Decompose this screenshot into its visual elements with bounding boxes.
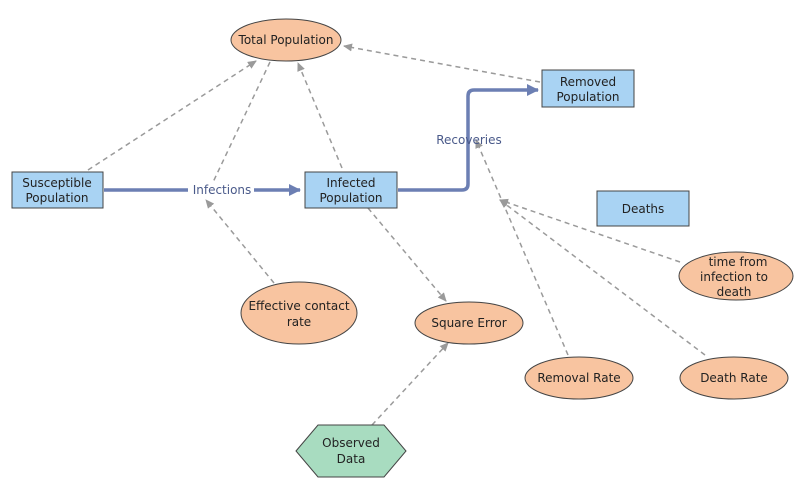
link-contact-rate-to-infections — [205, 199, 275, 284]
data-observed-data[interactable]: Observed Data — [295, 424, 407, 478]
variable-square-error[interactable]: Square Error — [414, 301, 524, 345]
link-infected-to-square-error — [367, 207, 447, 302]
time-label-line2: infection to — [700, 270, 768, 284]
death-rate-label: Death Rate — [700, 371, 768, 385]
contact-rate-label-line2: rate — [287, 315, 311, 329]
links — [87, 43, 706, 426]
flow-label-infections[interactable]: Infections — [193, 183, 252, 197]
square-error-label: Square Error — [431, 316, 506, 330]
link-death-rate-to-deaths — [499, 199, 706, 356]
infected-label-line2: Population — [319, 191, 382, 205]
flow-label-recoveries[interactable]: Recoveries — [436, 133, 502, 147]
flow-label-bg — [188, 182, 254, 198]
infected-label-line1: Infected — [326, 176, 375, 190]
observed-data-label-line1: Observed — [322, 436, 380, 450]
variable-time-from-infection-to-death[interactable]: time from infection to death — [678, 251, 794, 301]
removal-rate-label: Removal Rate — [537, 371, 620, 385]
link-infected-to-total — [297, 62, 343, 169]
total-population-label: Total Population — [238, 33, 334, 47]
link-observed-to-square-error — [371, 342, 449, 426]
time-label-line1: time from — [709, 255, 768, 269]
time-label-line3: death — [717, 285, 752, 299]
variable-effective-contact-rate[interactable]: Effective contact rate — [240, 281, 358, 345]
variable-total-population[interactable]: Total Population — [230, 18, 342, 62]
link-total-to-infections — [205, 61, 271, 198]
stock-deaths[interactable]: Deaths — [596, 190, 690, 227]
flows: Infections Recoveries — [104, 84, 539, 198]
link-time-to-deaths — [499, 198, 681, 263]
variable-removal-rate[interactable]: Removal Rate — [524, 356, 634, 400]
removed-label-line2: Population — [556, 90, 619, 104]
deaths-label: Deaths — [622, 202, 665, 216]
flow-recoveries-line — [398, 84, 539, 192]
observed-data-label-line2: Data — [337, 452, 366, 466]
susceptible-label-line1: Susceptible — [22, 176, 91, 190]
stock-infected-population[interactable]: Infected Population — [304, 171, 398, 209]
link-susceptible-to-total — [87, 60, 257, 171]
variable-death-rate[interactable]: Death Rate — [679, 356, 789, 400]
removed-label-line1: Removed — [560, 75, 616, 89]
link-removed-to-total — [343, 43, 541, 83]
link-removal-rate-to-recoveries — [475, 139, 569, 356]
susceptible-label-line2: Population — [25, 191, 88, 205]
stock-removed-population[interactable]: Removed Population — [541, 69, 635, 108]
contact-rate-label-line1: Effective contact — [248, 299, 349, 313]
stock-susceptible-population[interactable]: Susceptible Population — [11, 171, 104, 209]
